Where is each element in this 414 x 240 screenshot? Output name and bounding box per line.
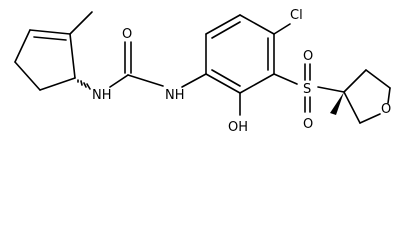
bond [343, 91, 361, 124]
bond-aromatic-inner [211, 69, 241, 87]
bond [205, 14, 241, 35]
bond-ring-double-b [33, 36, 67, 41]
carbonyl-o-label: O [122, 27, 132, 42]
bond-s [273, 73, 298, 85]
bond [239, 73, 275, 94]
bond [343, 69, 367, 93]
oxolane-ring [317, 69, 391, 124]
bond [365, 69, 391, 89]
bond-s-c [317, 86, 345, 93]
stereo-hash-bond [77, 79, 91, 90]
sulfonyl-o-bottom-label: O [303, 117, 313, 132]
structure-diagram: NH O NH Cl OH S O O [14, 8, 391, 135]
bond-cl [273, 23, 291, 35]
bond-ring [69, 33, 76, 79]
bond [127, 74, 164, 87]
bond [205, 73, 241, 94]
bond-ring-double-a [29, 29, 71, 35]
s-label: S [303, 82, 311, 97]
bond [359, 113, 381, 124]
molecule-drawing: NH O NH Cl OH S O O [14, 8, 391, 135]
oh-label: OH [228, 120, 248, 135]
bond-aromatic-inner [211, 21, 241, 39]
bond-ring [14, 61, 41, 91]
nh-right-label: NH [165, 88, 185, 103]
bond [181, 73, 207, 88]
bond-methyl [69, 11, 93, 35]
bond-ring [39, 77, 76, 91]
bond-ring [14, 29, 31, 63]
urea-group [109, 41, 164, 88]
bond [239, 14, 275, 35]
cyclopentene-ring [14, 11, 93, 91]
bond [109, 74, 129, 88]
methyl-wedge-bond [330, 92, 344, 115]
sulfonyl-o-top-label: O [303, 49, 313, 64]
nh-left-label: NH [92, 88, 112, 103]
bond [387, 87, 391, 104]
ring-o-label: O [381, 102, 391, 117]
benzene-ring [181, 14, 275, 94]
cl-label: Cl [290, 8, 303, 23]
